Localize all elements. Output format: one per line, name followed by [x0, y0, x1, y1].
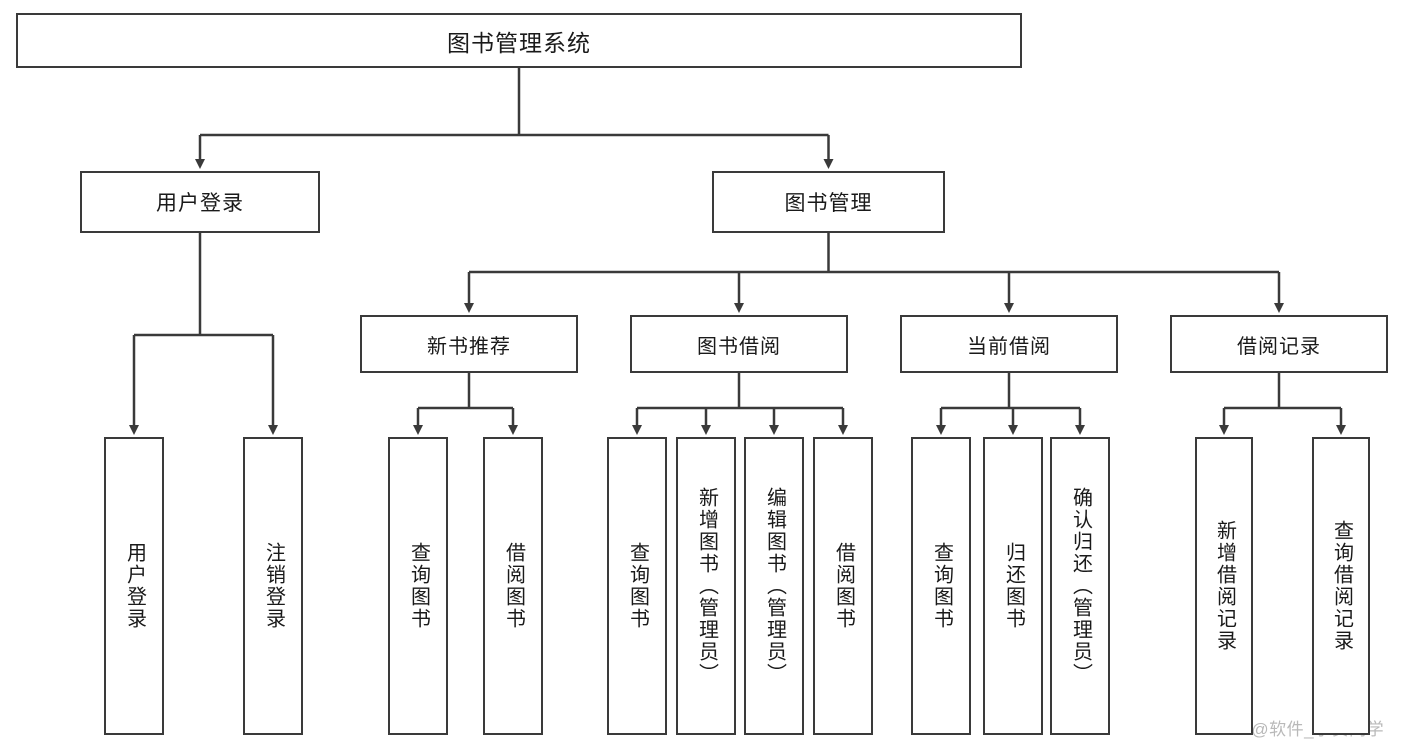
node-leaf-0-用户登录-label: 用户登录 [123, 542, 146, 630]
node-level3-图书借阅[interactable]: 图书借阅 [630, 315, 848, 373]
node-level2-用户登录-label: 用户登录 [156, 192, 244, 215]
node-leaf-4-查询图书[interactable]: 查询图书 [607, 437, 667, 735]
node-level2-用户登录[interactable]: 用户登录 [80, 171, 320, 233]
node-leaf-2-查询图书-label: 查询图书 [407, 542, 430, 630]
node-root-label: 图书管理系统 [447, 29, 591, 56]
node-leaf-11-新增借阅记录[interactable]: 新增借阅记录 [1195, 437, 1253, 735]
node-level3-新书推荐-label: 新书推荐 [427, 335, 511, 358]
node-leaf-6-编辑图书管理员-label: 编辑图书（管理员） [763, 487, 786, 685]
node-level3-当前借阅-label: 当前借阅 [967, 335, 1051, 358]
node-root[interactable]: 图书管理系统 [16, 13, 1022, 68]
node-leaf-2-查询图书[interactable]: 查询图书 [388, 437, 448, 735]
node-level3-图书借阅-label: 图书借阅 [697, 335, 781, 358]
node-leaf-3-借阅图书[interactable]: 借阅图书 [483, 437, 543, 735]
node-level3-借阅记录-label: 借阅记录 [1237, 335, 1321, 358]
node-leaf-10-确认归还管理员-label: 确认归还（管理员） [1069, 487, 1092, 685]
node-leaf-8-查询图书-label: 查询图书 [930, 542, 953, 630]
node-leaf-7-借阅图书-label: 借阅图书 [832, 542, 855, 630]
node-level2-图书管理[interactable]: 图书管理 [712, 171, 945, 233]
node-leaf-11-新增借阅记录-label: 新增借阅记录 [1213, 520, 1236, 652]
node-leaf-1-注销登录-label: 注销登录 [262, 542, 285, 630]
node-leaf-0-用户登录[interactable]: 用户登录 [104, 437, 164, 735]
node-level2-图书管理-label: 图书管理 [784, 192, 873, 215]
node-leaf-10-确认归还管理员[interactable]: 确认归还（管理员） [1050, 437, 1110, 735]
node-leaf-4-查询图书-label: 查询图书 [626, 542, 649, 630]
node-leaf-6-编辑图书管理员[interactable]: 编辑图书（管理员） [744, 437, 804, 735]
node-leaf-9-归还图书-label: 归还图书 [1002, 542, 1025, 630]
node-level3-新书推荐[interactable]: 新书推荐 [360, 315, 578, 373]
node-leaf-1-注销登录[interactable]: 注销登录 [243, 437, 303, 735]
node-leaf-3-借阅图书-label: 借阅图书 [502, 542, 525, 630]
node-level3-当前借阅[interactable]: 当前借阅 [900, 315, 1118, 373]
node-leaf-12-查询借阅记录[interactable]: 查询借阅记录 [1312, 437, 1370, 735]
node-leaf-9-归还图书[interactable]: 归还图书 [983, 437, 1043, 735]
node-leaf-12-查询借阅记录-label: 查询借阅记录 [1330, 520, 1353, 652]
node-leaf-5-新增图书管理员[interactable]: 新增图书（管理员） [676, 437, 736, 735]
node-leaf-8-查询图书[interactable]: 查询图书 [911, 437, 971, 735]
node-leaf-5-新增图书管理员-label: 新增图书（管理员） [695, 487, 718, 685]
node-leaf-7-借阅图书[interactable]: 借阅图书 [813, 437, 873, 735]
node-level3-借阅记录[interactable]: 借阅记录 [1170, 315, 1388, 373]
